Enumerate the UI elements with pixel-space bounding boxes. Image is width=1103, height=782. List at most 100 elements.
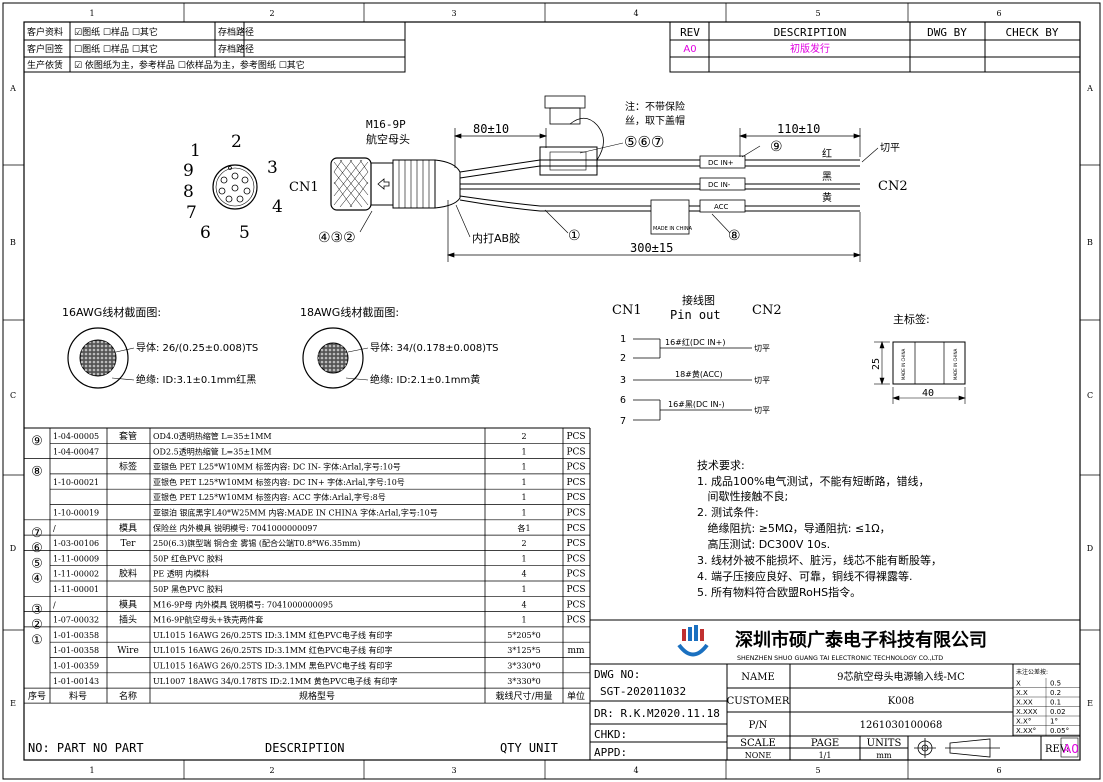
revision-block: REV DESCRIPTION DWG BY CHECK BY A0 初版发行: [669, 21, 1081, 73]
wire-color-black: 黑: [822, 171, 832, 183]
rev-label: REV:: [1045, 744, 1069, 755]
dim-110: 110±10: [777, 122, 820, 136]
fuse-note-1: 注：不带保险: [625, 100, 685, 113]
bom-spec: M16-9P航空母头+铁壳两件套: [153, 615, 263, 625]
bom-head-qty: 栽线尺寸/用量: [495, 690, 552, 702]
label-acc: ACC: [714, 203, 729, 211]
info-label-1: 客户资料: [27, 26, 63, 38]
zone-row-right: C: [1087, 391, 1093, 400]
bom-code: 1-07-00032: [53, 616, 99, 625]
bom-no: ③: [31, 602, 43, 617]
rev-value: A0: [683, 44, 696, 55]
rev-box: [1060, 737, 1079, 758]
tol-key: X: [1016, 680, 1021, 688]
pin-num-2: 2: [231, 132, 242, 152]
zone-col-top: 2: [269, 9, 274, 18]
zone-col-bottom: 2: [269, 766, 274, 775]
tol-val: 0.1: [1050, 699, 1061, 707]
tol-title: 未注公差按:: [1016, 668, 1048, 676]
bom-qty: 各1: [517, 523, 530, 533]
label-dc-in-plus: DC IN+: [708, 159, 734, 167]
info-path-2: 存档路径: [218, 43, 254, 55]
bom-unit: PCS: [566, 585, 585, 595]
pinout-cn1: CN1: [612, 303, 642, 318]
wire-labels: [650, 155, 746, 235]
bom-unit: PCS: [566, 463, 585, 473]
inner-ab-glue-note: 内打AB胶: [472, 231, 520, 245]
tol-key: X.X: [1016, 689, 1028, 697]
technical-requirements: 技术要求: 1. 成品100%电气测试，不能有短断路，错线， 间歇性接触不良; …: [697, 459, 942, 599]
zone-col-top: 3: [451, 9, 456, 18]
bom-name: 标签: [119, 461, 137, 473]
tol-key: X.X°: [1016, 718, 1031, 726]
pin-num-6: 6: [200, 223, 211, 243]
bom-unit: PCS: [566, 478, 585, 488]
pn-label: P/N: [749, 720, 768, 731]
bom-name: 套管: [119, 430, 137, 442]
tech-title: 技术要求:: [697, 459, 745, 472]
pinout-title: 接线图: [682, 293, 715, 307]
fuse-balloons: ⑤⑥⑦: [624, 133, 664, 151]
main-label: 主标签: MADE IN CHINA MADE IN CHINA 25 40: [871, 312, 966, 404]
tech-line-2: 间歇性接触不良;: [697, 489, 788, 503]
customer-label: CUSTOMER: [727, 696, 790, 707]
label-dc-in-minus: DC IN-: [708, 181, 731, 189]
tol-val: 0.5: [1050, 680, 1061, 688]
part-name: 9芯航空母头电源输入线-MC: [837, 670, 965, 683]
tol-val: 1°: [1050, 718, 1058, 726]
tol-key: X.XX: [1016, 699, 1033, 707]
awg16-cross-section: [67, 327, 129, 389]
zone-col-top: 6: [996, 9, 1001, 18]
main-label-width: 40: [922, 388, 934, 399]
bom-unit: PCS: [566, 539, 585, 549]
bom-code: 1-04-00005: [53, 432, 99, 441]
drawn-by: DR: R.K.M2020.11.18: [594, 707, 720, 720]
bom-no: ⑥: [31, 541, 43, 556]
awg16-insulation: 绝缘: ID:3.1±0.1mm红黑: [136, 373, 256, 386]
bom-name: 模具: [119, 599, 137, 610]
zone-col-bottom: 1: [89, 766, 94, 775]
bom-unit: PCS: [566, 570, 585, 580]
bom-spec: OD4.0透明热缩管 L=35±1MM: [153, 431, 272, 441]
bom-name: 插头: [119, 614, 137, 626]
zone-col-bottom: 3: [451, 766, 456, 775]
zone-col-bottom: 6: [996, 766, 1001, 775]
bom-unit: PCS: [566, 616, 585, 626]
zone-row-left: A: [9, 84, 16, 93]
pin-num-5: 5: [239, 223, 250, 243]
balloon-9: ⑨: [770, 139, 783, 155]
bom-code: 1-01-00359: [53, 662, 99, 671]
tech-line-3: 2. 测试条件:: [697, 505, 759, 519]
bom-qty: 1: [521, 509, 526, 518]
bom-head-unit: 单位: [567, 690, 585, 702]
cut-flat-note: 切平: [880, 142, 900, 154]
bom-qty: 3*125*5: [507, 646, 540, 655]
bom-code: 1-11-00002: [53, 570, 99, 579]
bom-qty: 3*330*0: [507, 662, 540, 671]
connector-balloons: ④③②: [318, 230, 356, 246]
name-label: NAME: [741, 672, 775, 683]
tol-val: 0.2: [1050, 689, 1061, 697]
info-label-2: 客户回签: [27, 43, 63, 55]
awg18-title: 18AWG线材截面图:: [300, 305, 399, 319]
awg18-cross-section: [302, 327, 364, 389]
bom-name: 胶料: [119, 568, 137, 580]
bom-code: 1-03-00106: [53, 539, 99, 548]
bom-spec: 50P 红色PVC 胶料: [153, 553, 223, 563]
awg18-conductor: 导体: 34/(0.178±0.008)TS: [370, 342, 499, 354]
pinout-cut-3: 切平: [754, 406, 770, 415]
bom-code: 1-11-00001: [53, 585, 99, 594]
dwg-no-label: DWG NO:: [594, 668, 640, 681]
bom-qty: 1: [521, 478, 526, 487]
cn1-label: CN1: [289, 180, 319, 195]
bom-unit: PCS: [566, 524, 585, 534]
bom-no: ⑧: [31, 465, 43, 480]
tech-line-1: 1. 成品100%电气测试，不能有短断路，错线，: [697, 474, 929, 488]
pinout-wire-black: 16#黑(DC IN-): [668, 400, 725, 409]
awg18-insulation: 绝缘: ID:2.1±0.1mm黄: [370, 373, 480, 386]
pin-num-4: 4: [272, 197, 283, 217]
pin-num-8: 8: [183, 182, 194, 202]
